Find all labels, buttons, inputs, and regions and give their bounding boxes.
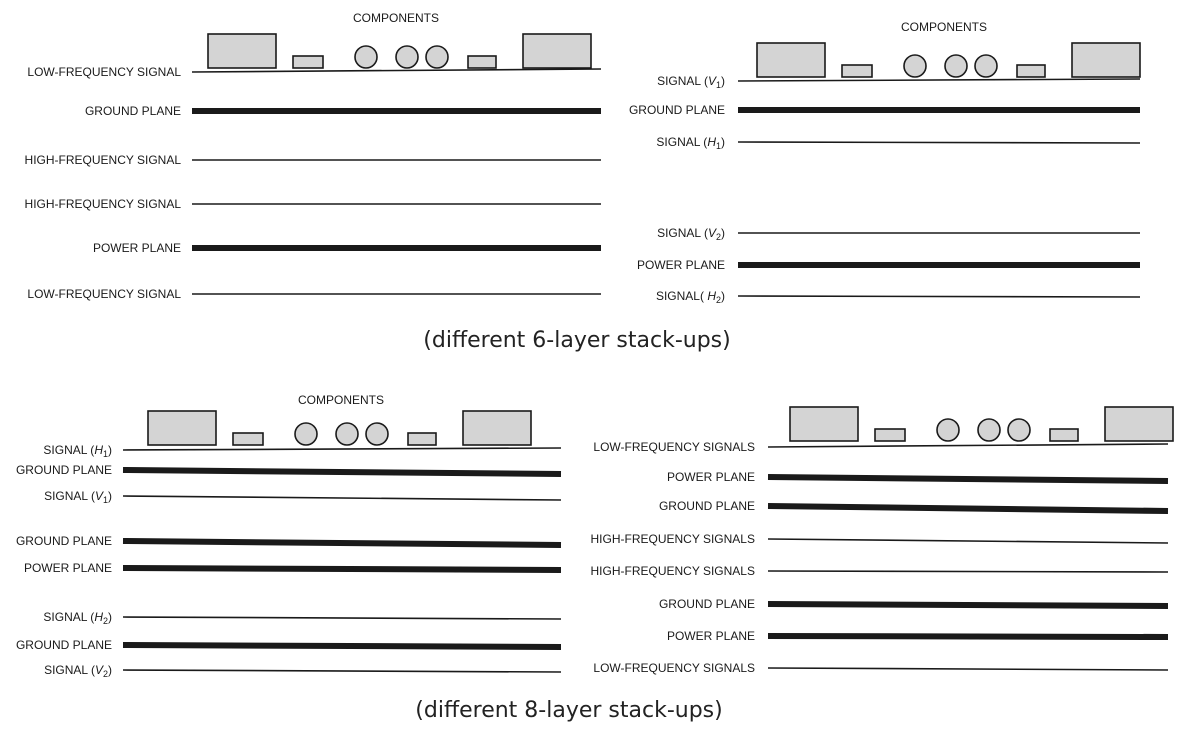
small-component-block xyxy=(232,432,264,446)
round-component xyxy=(335,422,359,446)
round-component xyxy=(974,54,998,78)
layer-label: POWER PLANE xyxy=(667,470,755,484)
plane-layer-line xyxy=(122,642,562,650)
layer-label: GROUND PLANE xyxy=(16,638,112,652)
layer-label: SIGNAL (V1) xyxy=(657,74,725,90)
signal-layer-line xyxy=(737,141,1141,144)
signal-layer-line xyxy=(122,495,562,501)
layer-label: SIGNAL (V2) xyxy=(657,226,725,242)
large-component-block xyxy=(1104,406,1174,442)
round-component xyxy=(1007,418,1031,442)
signal-layer-line xyxy=(122,669,562,673)
signal-layer-line xyxy=(737,295,1141,298)
layer-label: POWER PLANE xyxy=(24,561,112,575)
plane-layer-line xyxy=(767,503,1169,514)
round-component xyxy=(294,422,318,446)
layer-label: LOW-FREQUENCY SIGNAL xyxy=(27,287,181,301)
layer-label: LOW-FREQUENCY SIGNALS xyxy=(593,440,755,454)
layer-label: GROUND PLANE xyxy=(85,104,181,118)
caption-eight-layer: (different 8-layer stack-ups) xyxy=(415,698,722,723)
layer-label: POWER PLANE xyxy=(93,241,181,255)
stackup-diagrams: COMPONENTS LOW-FREQUENCY SIGNAL GROUND PLA… xyxy=(16,11,1174,679)
large-component-block xyxy=(1071,42,1141,78)
signal-layer-line xyxy=(122,616,562,620)
layer-label: SIGNAL (H2) xyxy=(43,610,112,626)
layer-label: GROUND PLANE xyxy=(629,103,725,117)
signal-layer-line xyxy=(737,78,1141,82)
layer-label: GROUND PLANE xyxy=(16,463,112,477)
stackup-diagram-4: LOW-FREQUENCY SIGNALS POWER PLANE GROUND P… xyxy=(591,406,1174,675)
signal-layer-line xyxy=(767,667,1169,671)
layer-label: HIGH-FREQUENCY SIGNAL xyxy=(25,153,182,167)
stackup-diagram-2: COMPONENTS SIGNAL (V1) GROUND PLANE SIGNAL … xyxy=(629,20,1141,305)
large-component-block xyxy=(462,410,532,446)
layer-label: POWER PLANE xyxy=(637,258,725,272)
plane-layer-line xyxy=(767,601,1169,609)
small-component-block xyxy=(407,432,437,446)
signal-layer-line xyxy=(122,447,562,451)
layer-label: GROUND PLANE xyxy=(659,597,755,611)
round-component xyxy=(395,45,419,69)
round-component xyxy=(365,422,389,446)
plane-layer-line xyxy=(122,538,562,548)
signal-layer-line xyxy=(767,538,1169,544)
layer-label: POWER PLANE xyxy=(667,629,755,643)
signal-layer-line xyxy=(767,443,1169,448)
layer-label: SIGNAL (V1) xyxy=(44,489,112,505)
layer-label: GROUND PLANE xyxy=(659,499,755,513)
plane-layer-line xyxy=(122,467,562,477)
caption-six-layer: (different 6-layer stack-ups) xyxy=(423,328,730,353)
plane-layer-line xyxy=(122,565,562,573)
small-component-block xyxy=(841,64,873,78)
components-label: COMPONENTS xyxy=(353,11,439,25)
round-component xyxy=(425,45,449,69)
large-component-block xyxy=(522,33,592,69)
layer-label: SIGNAL( H2) xyxy=(656,289,725,305)
small-component-block xyxy=(1016,64,1046,78)
round-component xyxy=(903,54,927,78)
large-component-block xyxy=(789,406,859,442)
layer-label: LOW-FREQUENCY SIGNALS xyxy=(593,661,755,675)
plane-layer-line xyxy=(767,474,1169,484)
small-component-block xyxy=(874,428,906,442)
layer-label: HIGH-FREQUENCY SIGNAL xyxy=(25,197,182,211)
components-label: COMPONENTS xyxy=(298,393,384,407)
components-label: COMPONENTS xyxy=(901,20,987,34)
round-component xyxy=(936,418,960,442)
plane-layer-line xyxy=(767,633,1169,640)
signal-layer-line xyxy=(191,68,602,73)
layer-label: HIGH-FREQUENCY SIGNALS xyxy=(591,532,755,546)
small-component-block xyxy=(467,55,497,69)
layer-label: SIGNAL (H1) xyxy=(656,135,725,151)
signal-layer-line xyxy=(767,570,1169,573)
stackup-diagram-3: COMPONENTS SIGNAL (H1) GROUND PLANE SIGNAL … xyxy=(16,393,562,679)
large-component-block xyxy=(207,33,277,69)
layer-label: HIGH-FREQUENCY SIGNALS xyxy=(591,564,755,578)
layer-label: SIGNAL (V2) xyxy=(44,663,112,679)
large-component-block xyxy=(147,410,217,446)
layer-label: SIGNAL (H1) xyxy=(43,443,112,459)
small-component-block xyxy=(1049,428,1079,442)
stackup-diagram-1: COMPONENTS LOW-FREQUENCY SIGNAL GROUND PLA… xyxy=(25,11,602,301)
round-component xyxy=(977,418,1001,442)
round-component xyxy=(354,45,378,69)
layer-label: GROUND PLANE xyxy=(16,534,112,548)
layer-label: LOW-FREQUENCY SIGNAL xyxy=(27,65,181,79)
small-component-block xyxy=(292,55,324,69)
large-component-block xyxy=(756,42,826,78)
round-component xyxy=(944,54,968,78)
